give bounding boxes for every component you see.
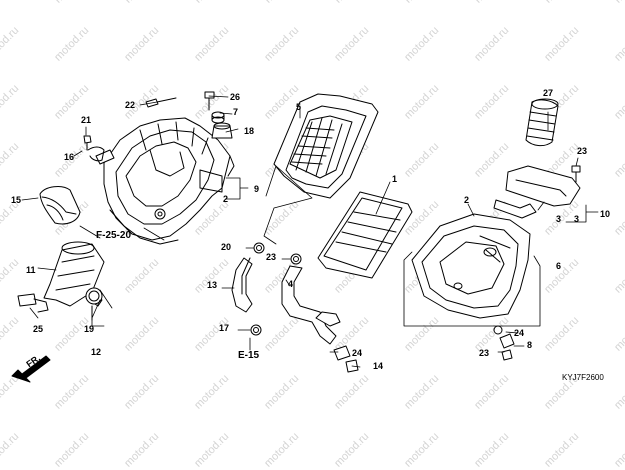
- part-14-hose-drawing: [231, 257, 253, 313]
- part-11-bracket-drawing: [493, 165, 581, 219]
- callout-number: 22: [125, 100, 136, 110]
- callout-number: 23: [479, 348, 490, 358]
- diagram-code: KYJ7F2600: [562, 373, 604, 382]
- callout-number: 4: [288, 279, 294, 289]
- callout-number: 9: [254, 184, 260, 194]
- callout-number: 6: [556, 261, 562, 271]
- callout-number: 11: [26, 265, 36, 275]
- ref-section: E-15: [238, 350, 260, 361]
- part-4-drain-hose-drawing: [281, 253, 341, 345]
- callout-number: 19: [84, 324, 95, 334]
- part-18-clip-drawing: [250, 324, 262, 336]
- callout-number: 13: [207, 280, 218, 290]
- part-5-filter-frame-drawing: [273, 93, 379, 199]
- callout-number: 27: [543, 88, 554, 98]
- callout-number: 17: [219, 323, 230, 333]
- callout-number: 2: [464, 195, 470, 205]
- callout-number: 25: [33, 324, 44, 334]
- callout-number: 23: [577, 146, 588, 156]
- part-25-8-23-drawing: [493, 325, 515, 361]
- forward-arrow-icon: [11, 355, 51, 383]
- callout-number: 7: [233, 107, 239, 117]
- callout-number: 26: [230, 92, 241, 102]
- callout-number: 16: [64, 152, 75, 162]
- callout-number: 15: [11, 195, 22, 205]
- callout-number: 20: [221, 242, 232, 252]
- leader-lines: [21, 95, 599, 368]
- callout-number: 10: [600, 209, 611, 219]
- callout-number: 18: [244, 126, 255, 136]
- callout-number: 5: [296, 102, 302, 112]
- ref-frame: F-25-20: [96, 230, 132, 241]
- part-23-screw-top-drawing: [145, 97, 177, 108]
- part-21-clip-drawing: [253, 242, 265, 254]
- callout-number: 3: [556, 214, 562, 224]
- part-23-screw-right-drawing: [571, 165, 581, 183]
- part-6-lower-housing-drawing: [411, 213, 531, 319]
- part-10-duct-drawing: [525, 98, 559, 147]
- callout-number: 14: [373, 361, 384, 371]
- part-15-fitting-drawing: [333, 345, 359, 373]
- callout-number: 2: [223, 194, 229, 204]
- callout-number: 12: [91, 347, 102, 357]
- part-20-clip-drawing: [85, 287, 103, 321]
- part-2-upper-housing-drawing: [95, 117, 235, 245]
- callout-number: 1: [392, 174, 398, 184]
- callout-number: 3: [574, 214, 580, 224]
- callout-number: 23: [266, 252, 277, 262]
- part-27-7-19-drawing: [204, 91, 233, 139]
- callout-number: 24: [514, 328, 525, 338]
- part-1-filter-element-drawing: [317, 191, 413, 279]
- part-26-clamp-drawing: [17, 293, 49, 313]
- part-22-17-drawing: [83, 135, 105, 162]
- part-16-cover-drawing: [39, 186, 81, 225]
- callout-number: 21: [81, 115, 92, 125]
- callout-number: 8: [527, 340, 533, 350]
- callout-number: 24: [352, 348, 363, 358]
